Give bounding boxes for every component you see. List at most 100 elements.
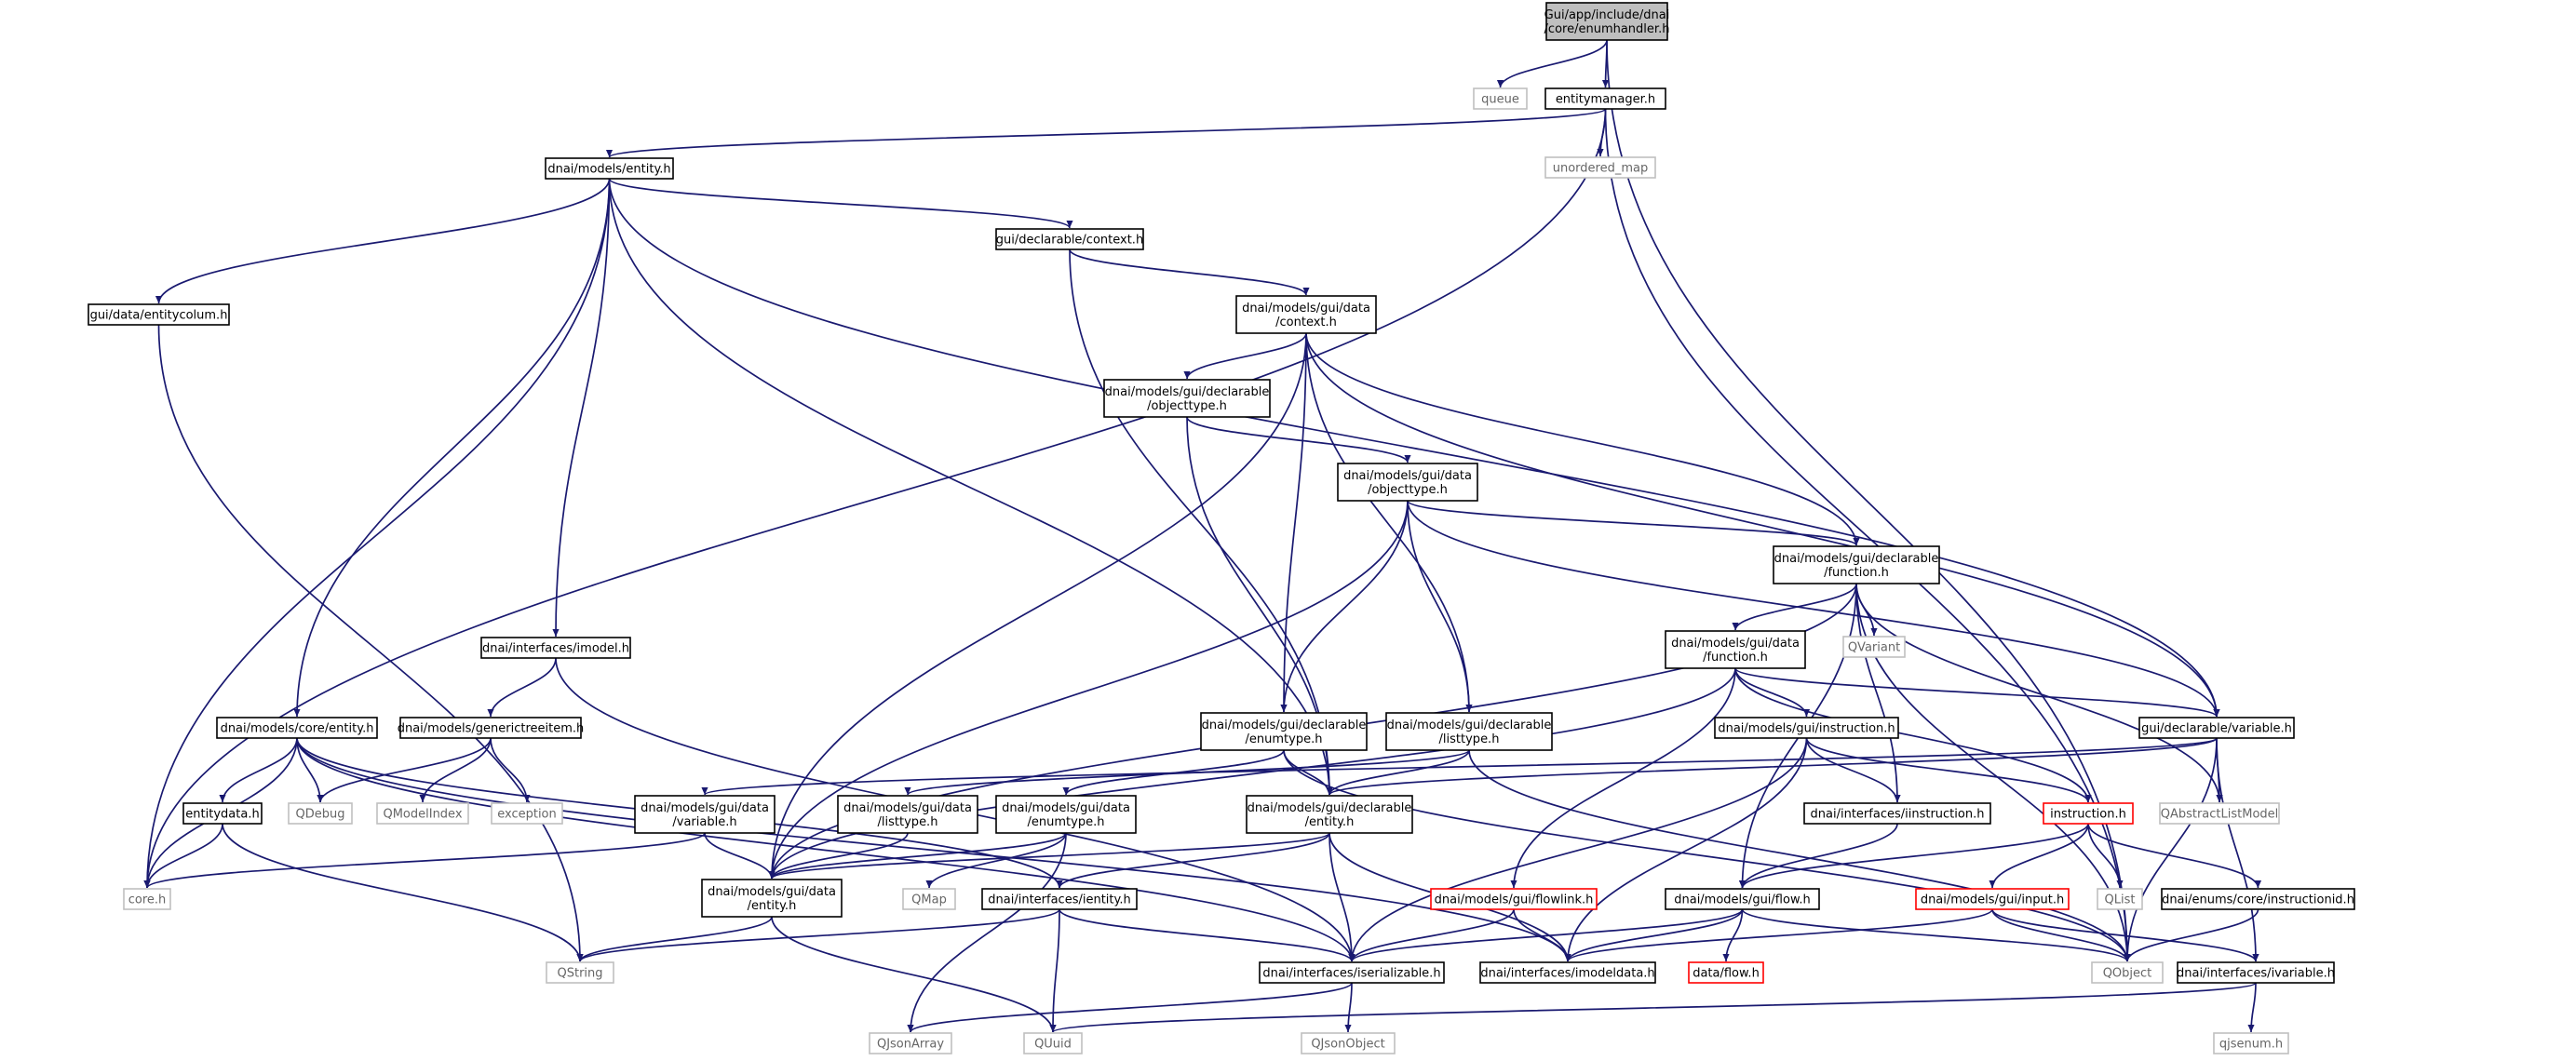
node-qstring[interactable]: QString — [546, 961, 614, 984]
edge-decl-enumtype-to-qobject — [1283, 749, 2131, 962]
edge-gui-flow-to-data-flow — [1722, 908, 1744, 962]
node-box — [1430, 888, 1598, 910]
node-label: dnai/models/gui/data — [1671, 637, 1800, 651]
node-data-flow[interactable]: data/flow.h — [1688, 961, 1764, 984]
edge-gui-flow-to-iserializable — [1348, 908, 1744, 962]
node-instructionid[interactable]: dnai/enums/core/instructionid.h — [2161, 888, 2355, 910]
node-qobject[interactable]: QObject — [2091, 961, 2164, 984]
edge-entitydata-to-core-h — [143, 823, 223, 889]
node-unordered-map[interactable]: unordered_map — [1544, 156, 1656, 179]
edge-decl-variable-to-qobject — [2124, 737, 2218, 962]
node-qmodelindex[interactable]: QModelIndex — [376, 802, 469, 825]
node-core-h[interactable]: core.h — [123, 888, 171, 910]
node-label: dnai/models/core/entity.h — [221, 722, 374, 736]
node-decl-function[interactable]: dnai/models/gui/declarable/function.h — [1773, 545, 1940, 584]
edge-gui-decl-context-to-gui-data-context — [1069, 248, 1310, 296]
node-iserializable[interactable]: dnai/interfaces/iserializable.h — [1259, 961, 1445, 984]
edge-data-function-to-instruction-h — [1734, 667, 2092, 803]
edge-gui-decl-context-to-decl-entity — [1069, 248, 1333, 796]
node-qjsonobject[interactable]: QJsonObject — [1301, 1032, 1396, 1054]
node-decl-entity[interactable]: dnai/models/gui/declarable/entity.h — [1246, 795, 1413, 834]
node-core-entity[interactable]: dnai/models/core/entity.h — [216, 717, 378, 739]
node-data-function[interactable]: dnai/models/gui/data/function.h — [1665, 630, 1806, 669]
node-box — [1259, 961, 1445, 984]
node-imodel[interactable]: dnai/interfaces/imodel.h — [480, 637, 631, 659]
node-gui-flow[interactable]: dnai/models/gui/flow.h — [1665, 888, 1820, 910]
node-flowlink[interactable]: dnai/models/gui/flowlink.h — [1430, 888, 1598, 910]
node-label: entitydata.h — [185, 808, 259, 822]
edge-entitymanager-to-qobject — [1604, 108, 2131, 962]
node-ientity[interactable]: dnai/interfaces/ientity.h — [981, 888, 1138, 910]
node-label: dnai/interfaces/iserializable.h — [1262, 967, 1440, 981]
node-box — [634, 795, 775, 834]
node-root[interactable]: Gui/app/include/dnai/core/enumhandler.h — [1544, 2, 1670, 41]
node-decl-objecttype[interactable]: dnai/models/gui/declarable/objecttype.h — [1103, 379, 1271, 418]
edge-data-enumtype-to-qjsonarray — [907, 832, 1067, 1033]
node-gui-data-context[interactable]: dnai/models/gui/data/context.h — [1235, 295, 1377, 334]
edge-decl-entity-to-ientity — [1056, 832, 1330, 889]
edge-decl-entity-to-iserializable — [1328, 832, 1355, 962]
edge-ivariable-to-qjsenum — [2247, 982, 2257, 1033]
edge-decl-variable-to-data-variable — [701, 737, 2218, 796]
edge-flowlink-to-iserializable — [1348, 908, 1515, 962]
node-label: dnai/models/gui/instruction.h — [1718, 722, 1895, 736]
node-label: dnai/models/gui/data — [1343, 469, 1472, 483]
node-box — [2177, 961, 2335, 984]
node-qmap[interactable]: QMap — [902, 888, 956, 910]
node-box — [837, 795, 978, 834]
node-data-objecttype[interactable]: dnai/models/gui/data/objecttype.h — [1337, 463, 1478, 502]
node-box — [2161, 888, 2355, 910]
node-instruction-h[interactable]: instruction.h — [2043, 802, 2134, 825]
edge-ivariable-to-quuid — [1049, 982, 2257, 1033]
node-qlist[interactable]: QList — [2097, 888, 2143, 910]
node-qdebug[interactable]: QDebug — [288, 802, 353, 825]
node-label: exception — [497, 808, 557, 822]
edge-gui-data-context-to-decl-listtype — [1305, 332, 1473, 713]
node-box — [376, 802, 469, 825]
node-decl-enumtype[interactable]: dnai/models/gui/declarable/enumtype.h — [1200, 712, 1368, 751]
node-iinstruction[interactable]: dnai/interfaces/iinstruction.h — [1803, 802, 1991, 825]
node-queue[interactable]: queue — [1473, 87, 1528, 110]
node-quuid[interactable]: QUuid — [1023, 1032, 1083, 1054]
edge-ientity-to-qstring — [576, 908, 1060, 962]
node-label: dnai/models/gui/declarable — [1774, 552, 1939, 566]
node-label: /listtype.h — [878, 815, 938, 829]
node-qjsenum[interactable]: qjsenum.h — [2213, 1032, 2289, 1054]
node-entitymanager[interactable]: entitymanager.h — [1544, 87, 1666, 110]
node-box — [981, 888, 1138, 910]
node-qjsonarray[interactable]: QJsonArray — [869, 1032, 952, 1054]
node-entitycolum[interactable]: gui/data/entitycolum.h — [88, 303, 230, 326]
node-entitydata[interactable]: entitydata.h — [182, 802, 263, 825]
node-label: /objecttype.h — [1147, 399, 1227, 413]
edge-decl-function-to-qabstractlistmodel — [1855, 583, 2223, 803]
node-imodeldata[interactable]: dnai/interfaces/imodeldata.h — [1479, 961, 1656, 984]
node-decl-variable[interactable]: gui/declarable/variable.h — [2138, 717, 2295, 739]
node-box — [545, 157, 674, 180]
node-data-variable[interactable]: dnai/models/gui/data/variable.h — [634, 795, 775, 834]
node-ivariable[interactable]: dnai/interfaces/ivariable.h — [2177, 961, 2335, 984]
node-box — [1103, 379, 1271, 418]
node-box — [182, 802, 263, 825]
node-label: dnai/models/gui/flow.h — [1674, 893, 1811, 907]
edges-layer — [143, 39, 2262, 1033]
node-label: QMap — [911, 893, 947, 907]
node-qabstractlistmodel[interactable]: QAbstractListModel — [2159, 802, 2280, 825]
node-data-enumtype[interactable]: dnai/models/gui/data/enumtype.h — [995, 795, 1137, 834]
node-label: dnai/models/gui/data — [708, 885, 836, 899]
node-generictreeitem[interactable]: dnai/models/generictreeitem.h — [398, 717, 585, 739]
node-gui-instruction[interactable]: dnai/models/gui/instruction.h — [1714, 717, 1899, 739]
node-data-entity[interactable]: dnai/models/gui/data/entity.h — [701, 879, 843, 918]
node-decl-listtype[interactable]: dnai/models/gui/declarable/listtype.h — [1385, 712, 1553, 751]
node-gui-input[interactable]: dnai/models/gui/input.h — [1915, 888, 2070, 910]
node-data-listtype[interactable]: dnai/models/gui/data/listtype.h — [837, 795, 978, 834]
node-box — [1665, 888, 1820, 910]
node-label: dnai/models/gui/flowlink.h — [1435, 893, 1594, 907]
edge-models-entity-to-core-entity — [293, 178, 611, 718]
node-gui-decl-context[interactable]: gui/declarable/context.h — [995, 228, 1144, 250]
node-box — [995, 228, 1144, 250]
edge-decl-listtype-to-decl-entity — [1326, 749, 1470, 796]
node-exception[interactable]: exception — [491, 802, 563, 825]
node-models-entity[interactable]: dnai/models/entity.h — [545, 157, 674, 180]
node-qvariant[interactable]: QVariant — [1842, 636, 1906, 658]
